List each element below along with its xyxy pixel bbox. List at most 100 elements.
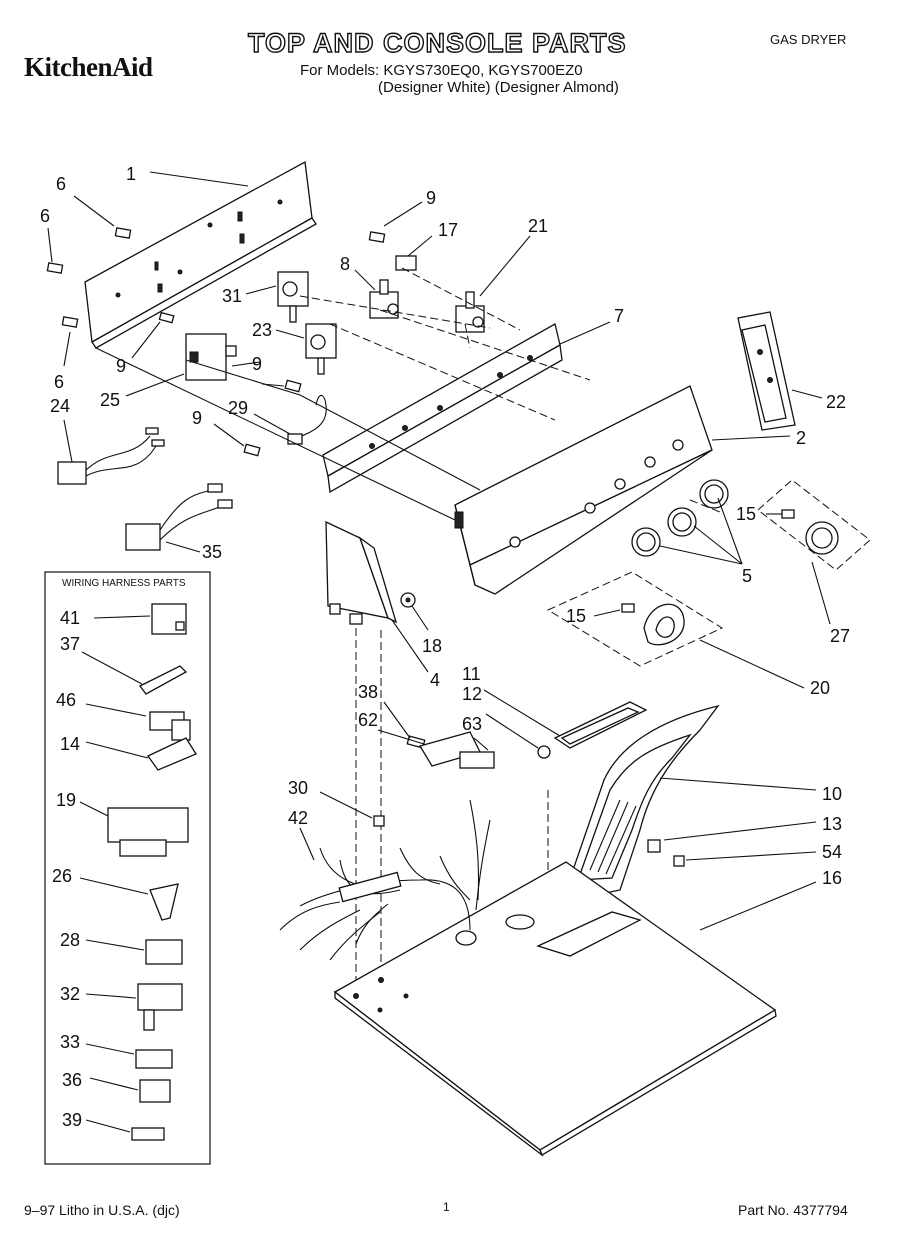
part-17-connector <box>395 255 417 271</box>
callout-22: 22 <box>826 392 846 412</box>
part-20-knob <box>643 603 685 646</box>
callout-26: 26 <box>52 866 72 886</box>
callout-21: 21 <box>528 216 548 236</box>
callout-6-b: 6 <box>40 206 50 226</box>
part-16-top-panel <box>333 861 777 1157</box>
callout-13: 13 <box>822 814 842 834</box>
screw-9-c <box>284 379 302 393</box>
callout-38: 38 <box>358 682 378 702</box>
wiring-box-title: WIRING HARNESS PARTS <box>62 578 186 589</box>
leader-lines <box>47 171 831 1133</box>
callout-46: 46 <box>56 690 76 710</box>
callout-32: 32 <box>60 984 80 1004</box>
callout-5: 5 <box>742 566 752 586</box>
callout-20: 20 <box>810 678 830 698</box>
part-29-wire <box>287 394 327 445</box>
callout-9-c: 9 <box>252 354 262 374</box>
callout-37: 37 <box>60 634 80 654</box>
callout-15-a: 15 <box>736 504 756 524</box>
part-1-mounting-plate <box>84 160 317 349</box>
callout-6-c: 6 <box>54 372 64 392</box>
part-25-timer <box>185 333 237 381</box>
part-5-knob-c <box>699 479 729 509</box>
callout-18: 18 <box>422 636 442 656</box>
callout-31: 31 <box>222 286 242 306</box>
screw-9-a <box>368 231 386 243</box>
part-24-harness <box>57 427 165 485</box>
callout-41: 41 <box>60 608 80 628</box>
part-30-clip <box>373 815 385 827</box>
part-23-switch <box>305 323 337 375</box>
screw-9-b <box>158 311 175 324</box>
callout-36: 36 <box>62 1070 82 1090</box>
part-35-harness <box>125 483 233 551</box>
callout-8: 8 <box>340 254 350 274</box>
brand-logo: KitchenAid <box>24 52 153 82</box>
callout-9-d: 9 <box>192 408 202 428</box>
part-10-cover <box>561 704 720 903</box>
callout-25: 25 <box>100 390 120 410</box>
part-15-spring-b <box>621 603 635 613</box>
screw-6-b <box>46 262 64 274</box>
callout-12: 12 <box>462 684 482 704</box>
callout-2: 2 <box>796 428 806 448</box>
part-54-screw <box>673 855 685 867</box>
callout-15-b: 15 <box>566 606 586 626</box>
part-8-switch <box>369 279 399 319</box>
callout-27: 27 <box>830 626 850 646</box>
part-2-console <box>454 385 713 595</box>
callout-39: 39 <box>62 1110 82 1130</box>
part-12-clip <box>537 745 551 759</box>
callout-4: 4 <box>430 670 440 690</box>
callout-42: 42 <box>288 808 308 828</box>
part-42-wire-harness <box>279 799 491 961</box>
callout-30: 30 <box>288 778 308 798</box>
callout-63: 63 <box>462 714 482 734</box>
callout-54: 54 <box>822 842 842 862</box>
callout-11: 11 <box>462 664 481 684</box>
callout-35: 35 <box>202 542 222 562</box>
part-5-knob-b <box>667 507 697 537</box>
part-15-spring-a <box>781 509 795 519</box>
footer-litho: 9–97 Litho in U.S.A. (djc) <box>24 1202 180 1218</box>
part-5-knob-a <box>631 527 661 557</box>
part-21-switch <box>455 291 485 333</box>
callout-labels: 1 6 6 6 9 9 9 9 17 8 21 31 23 7 25 24 29… <box>40 164 850 1130</box>
callout-7: 7 <box>614 306 624 326</box>
callout-17: 17 <box>438 220 458 240</box>
callout-16: 16 <box>822 868 842 888</box>
screw-9-d <box>243 443 261 457</box>
part-13-screw <box>647 839 661 853</box>
footer-part-number: Part No. 4377794 <box>738 1202 848 1218</box>
callout-28: 28 <box>60 930 80 950</box>
callout-19: 19 <box>56 790 76 810</box>
part-11-panel <box>553 701 648 749</box>
part-4-end-cap <box>325 520 398 625</box>
screw-6-c <box>61 316 79 328</box>
part-18-fastener <box>400 592 416 608</box>
part-7-bracket <box>322 323 563 494</box>
callout-23: 23 <box>252 320 272 340</box>
part-31-switch <box>277 271 309 323</box>
callout-14: 14 <box>60 734 80 754</box>
footer-page-number: 1 <box>443 1200 450 1214</box>
callout-10: 10 <box>822 784 842 804</box>
part-63-connector <box>459 751 495 769</box>
callout-29: 29 <box>228 398 248 418</box>
callout-9-b: 9 <box>116 356 126 376</box>
part-22-end-cap <box>737 311 796 431</box>
model-colors: (Designer White) (Designer Almond) <box>378 79 619 96</box>
product-type: GAS DRYER <box>770 32 847 47</box>
wiring-harness-box: WIRING HARNESS PARTS <box>44 571 211 1165</box>
callout-6-a: 6 <box>56 174 66 194</box>
callout-24: 24 <box>50 396 70 416</box>
callout-33: 33 <box>60 1032 80 1052</box>
callout-9-a: 9 <box>426 188 436 208</box>
callout-62: 62 <box>358 710 378 730</box>
page-title: TOP AND CONSOLE PARTS <box>247 27 627 58</box>
screw-6-a <box>114 227 132 239</box>
callout-1: 1 <box>126 164 136 184</box>
model-numbers: For Models: KGYS730EQ0, KGYS700EZ0 <box>300 62 583 79</box>
part-27-knob <box>805 521 839 555</box>
